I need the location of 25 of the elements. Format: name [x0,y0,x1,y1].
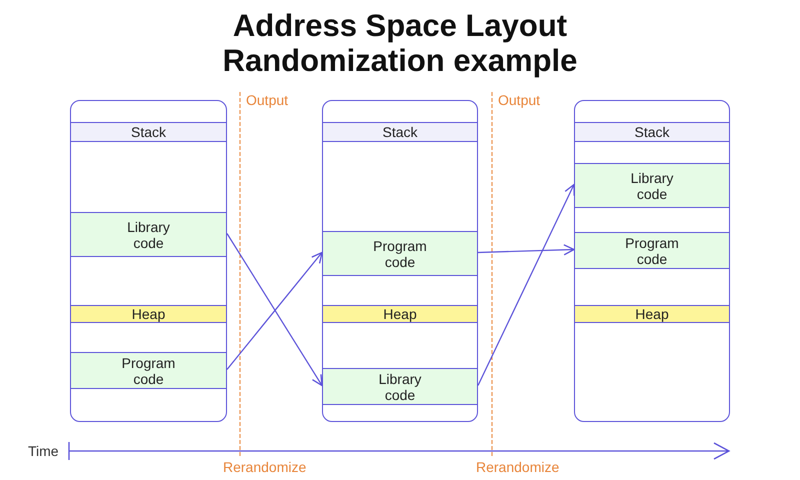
arrow [478,244,575,256]
memory-region: Library code [323,368,477,405]
memory-region: Program code [575,232,729,269]
memory-region: Heap [71,305,226,323]
output-label: Output [246,92,288,108]
arrow [477,184,575,386]
arrow [226,252,323,370]
output-label: Output [498,92,540,108]
memory-layout-column [322,100,478,422]
axis-label: Time [28,443,59,459]
rerandomize-label: Rerandomize [476,459,560,475]
memory-layout-column [574,100,730,422]
memory-region: Heap [575,305,729,323]
memory-region: Library code [575,163,729,208]
memory-region: Library code [71,212,226,257]
memory-region: Stack [323,122,477,142]
memory-region: Stack [71,122,226,142]
memory-region: Heap [323,305,477,323]
memory-region: Program code [71,352,226,389]
title: Address Space Layout Randomization example [222,8,578,78]
arrow [226,233,323,386]
memory-region: Stack [575,122,729,142]
memory-region: Program code [323,231,477,276]
memory-layout-column [70,100,227,422]
rerandomize-label: Rerandomize [223,459,306,475]
